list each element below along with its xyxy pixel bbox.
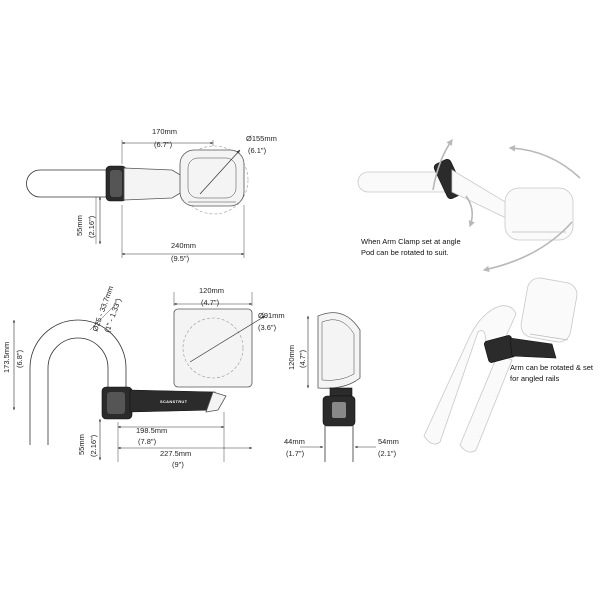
dim-170-in: (6.7") — [154, 140, 173, 149]
dim-44: 44mm — [284, 437, 305, 446]
front-arm: SCANSTRUT — [129, 389, 227, 413]
angled-arrow-4 — [482, 221, 573, 273]
top-view-pod — [179, 149, 245, 207]
front-dia-leader — [189, 315, 266, 363]
dim-173-in: (6.8") — [15, 349, 24, 368]
dim-120-side-in: (4.7") — [298, 349, 307, 368]
top-view: 170mm (6.7") Ø155mm (6.1") 55mm (2.16") … — [26, 127, 277, 263]
iso-view: Arm can be rotated & set for angled rail… — [423, 277, 594, 453]
iso-note-line2: for angled rails — [510, 374, 559, 383]
dim-227: 227.5mm — [160, 449, 191, 458]
angled-note-line2: Pod can be rotated to suit. — [361, 248, 449, 257]
dim-155-in: (6.1") — [248, 146, 267, 155]
dim-91-in: (3.6") — [258, 323, 277, 332]
angled-arrow-3 — [508, 145, 581, 179]
front-clamp — [101, 386, 133, 420]
dim-120-front: 120mm — [199, 286, 224, 295]
iso-rail-right — [459, 353, 513, 453]
dim-55-top: 55mm — [75, 215, 84, 236]
dim-91: Ø91mm — [258, 311, 285, 320]
side-view: 120mm (4.7") 44mm (1.7") 54mm (2.1") — [284, 312, 399, 462]
top-view-dia-leader — [199, 149, 241, 195]
front-view: Ø25 - 33.7mm (1" - 1.33") SCANSTRUT 120m… — [2, 285, 285, 469]
top-view-arm — [123, 167, 183, 201]
angled-pod — [504, 187, 574, 241]
dim-54-in: (2.1") — [378, 449, 397, 458]
side-clamp — [322, 395, 356, 427]
angled-note-line1: When Arm Clamp set at angle — [361, 237, 461, 246]
side-pod — [317, 312, 361, 389]
iso-arm — [509, 337, 557, 359]
dim-240-in: (9.5") — [171, 254, 190, 263]
dim-120-side: 120mm — [287, 345, 296, 370]
dim-55-top-in: (2.16") — [87, 215, 96, 238]
angled-arm — [451, 169, 513, 219]
dim-120-front-in: (4.7") — [201, 298, 220, 307]
dim-44-in: (1.7") — [286, 449, 305, 458]
dim-170: 170mm — [152, 127, 177, 136]
top-view-rail — [26, 169, 108, 198]
top-view-clamp — [105, 165, 127, 202]
front-rail-inner — [47, 337, 109, 445]
dim-55-front: 55mm — [77, 434, 86, 455]
dim-198: 198.5mm — [136, 426, 167, 435]
angled-rail — [357, 171, 447, 193]
iso-note-line1: Arm can be rotated & set — [510, 363, 594, 372]
angled-view: When Arm Clamp set at angle Pod can be r… — [357, 138, 581, 273]
angled-arrow-2 — [465, 195, 475, 228]
dim-198-in: (7.8") — [138, 437, 157, 446]
front-rail-outer — [29, 319, 127, 445]
front-rail-dia-leader — [89, 303, 117, 331]
iso-pod — [520, 277, 578, 343]
dim-227-in: (9") — [172, 460, 184, 469]
dim-240: 240mm — [171, 241, 196, 250]
dim-55-front-in: (2.16") — [89, 434, 98, 457]
side-mount — [329, 387, 353, 397]
dim-155: Ø155mm — [246, 134, 277, 143]
front-arm-brand: SCANSTRUT — [160, 399, 188, 404]
angled-arrow-1 — [432, 138, 453, 191]
dim-173: 173.5mm — [2, 342, 11, 373]
dim-54: 54mm — [378, 437, 399, 446]
